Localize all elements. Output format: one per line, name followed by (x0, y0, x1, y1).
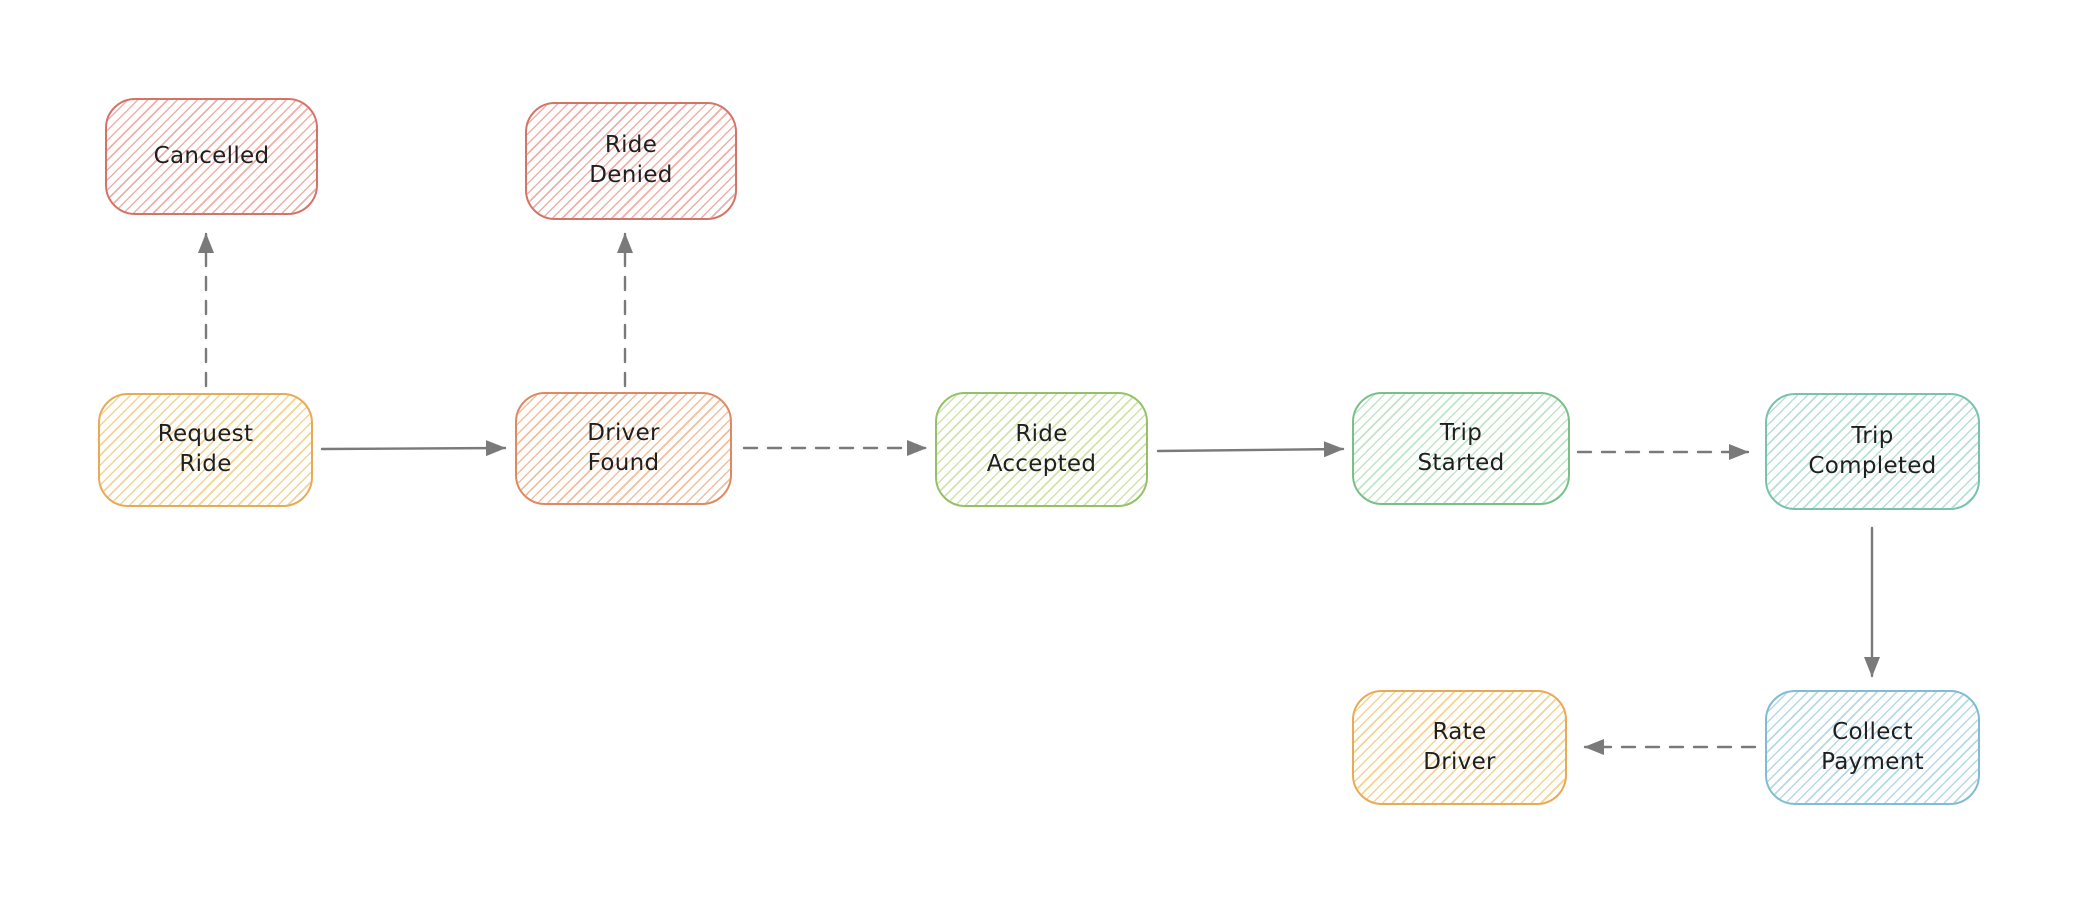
node-label: Request Ride (157, 421, 254, 477)
node-label: Ride Accepted (986, 420, 1097, 477)
node-rate-driver: Rate Driver (1352, 690, 1567, 805)
node-trip-completed: Trip Completed (1765, 393, 1980, 510)
node-ride-denied: Ride Denied (525, 102, 737, 220)
node-label: Ride Denied (589, 132, 673, 188)
node-label: Rate Driver (1423, 718, 1496, 775)
node-ride-accepted: Ride Accepted (935, 392, 1148, 507)
node-label: Trip Started (1417, 419, 1505, 476)
node-cancelled: Cancelled (105, 98, 318, 215)
node-label: Cancelled (153, 142, 270, 169)
node-driver-found: Driver Found (515, 392, 732, 505)
node-trip-started: Trip Started (1352, 392, 1570, 505)
node-label: Driver Found (587, 419, 660, 476)
node-label: Trip Completed (1808, 422, 1937, 479)
node-collect-payment: Collect Payment (1765, 690, 1980, 805)
node-request-ride: Request Ride (98, 393, 313, 507)
node-label: Collect Payment (1821, 718, 1924, 775)
arrow-request-ride-to-driver-found (320, 440, 507, 457)
arrow-ride-accepted-to-trip-started (1156, 441, 1345, 458)
